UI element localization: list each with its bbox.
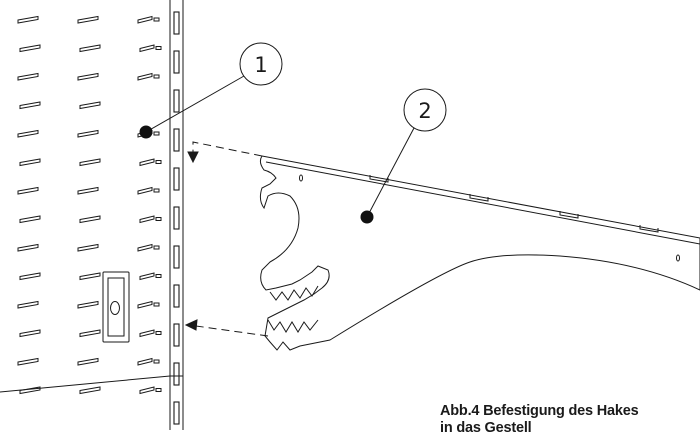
panel-slot [19,215,41,224]
panel-slot [137,243,153,252]
arrow-lower-path [195,325,269,337]
panel-slot [77,15,99,24]
panel-slot-dot [153,245,160,250]
bracket-hole-right [676,254,680,262]
panel-slot-dot [155,274,162,278]
upright-slot [173,50,180,74]
upright-slot [173,362,180,386]
panel-slot [79,44,101,53]
panel-slot [137,300,153,309]
panel-slot [17,186,39,195]
panel-slot [139,44,155,53]
callout-1: 1 [139,42,283,139]
callout-2-leader [366,127,415,218]
panel-slot [139,329,155,338]
panel-joint-line [0,375,171,393]
bracket-teeth-upper [269,285,319,301]
panel-slot [79,386,101,395]
caption-line-2: in das Gestell [440,420,532,436]
callout-1-circle [239,42,283,86]
panel-slot [19,158,41,167]
panel-slot [139,386,155,395]
panel-slot-grid [17,15,162,395]
panel-slot-dot [153,131,160,136]
arrow-lower-head [184,319,198,331]
callout-1-label: 1 [254,53,267,77]
callout-2-circle [403,88,447,132]
upright-slot [173,128,180,152]
callout-2-dot [360,210,374,224]
panel-slot-dot [153,302,160,307]
figure-caption: Abb.4 Befestigung des Hakes in das Geste… [440,403,700,437]
panel-slot [17,357,39,366]
bracket-hole-left [299,174,303,182]
panel-fitting [102,271,130,343]
panel-slot [79,272,101,281]
panel-slot-dot [153,74,160,79]
upright-slot [173,167,180,191]
panel-slot [79,101,101,110]
panel-slot [79,329,101,338]
panel-slot [79,215,101,224]
panel-slot [137,186,153,195]
panel-slot-dot [153,359,160,364]
bracket-teeth-lower [267,319,319,333]
panel-slot-dot [155,331,162,335]
upright-slot [173,245,180,269]
arrow-upper-head [187,151,199,164]
callout-1-dot [139,125,153,139]
panel-slot [17,129,39,138]
panel-slot [17,72,39,81]
upright-slot [173,11,180,35]
upright-slot [173,206,180,230]
panel-slot [137,15,153,24]
panel-slot [77,186,99,195]
panel-slot [77,72,99,81]
panel-slot [17,243,39,252]
panel-slot-dot [153,188,160,193]
mounting-arrows [184,141,269,337]
panel-slot-dot [155,388,162,392]
upright-slot [173,284,180,308]
panel-slot [77,129,99,138]
panel-slot [139,158,155,167]
panel-slot [137,72,153,81]
panel-slot [137,357,153,366]
callout-2: 2 [360,88,447,224]
upright-slot [173,323,180,347]
bracket-hook [259,155,700,351]
panel-slot [19,329,41,338]
panel-slot-dot [155,217,162,221]
bracket-rail-notches [369,175,659,233]
panel-slot [77,357,99,366]
panel-slot [19,272,41,281]
callout-1-leader [145,75,245,133]
panel-slot [77,243,99,252]
wall-panel [0,0,184,430]
panel-slot-dot [155,160,162,164]
panel-slot-dot [155,46,162,50]
panel-slot [17,300,39,309]
panel-slot [79,158,101,167]
callout-2-label: 2 [418,99,431,123]
panel-slot [19,101,41,110]
panel-slot [139,215,155,224]
panel-slot [19,44,41,53]
upright-slot-column [173,11,180,425]
upright-slot [173,89,180,113]
panel-slot [77,300,99,309]
panel-slot-dot [153,17,160,22]
upright-slot [173,401,180,425]
bracket-outline [259,155,700,351]
caption-line-1: Abb.4 Befestigung des Hakes [440,403,639,419]
panel-slot [17,15,39,24]
bracket-rail-line [265,161,700,245]
arrow-upper-path [192,141,263,158]
panel-slot [19,386,41,395]
panel-slot [139,272,155,281]
